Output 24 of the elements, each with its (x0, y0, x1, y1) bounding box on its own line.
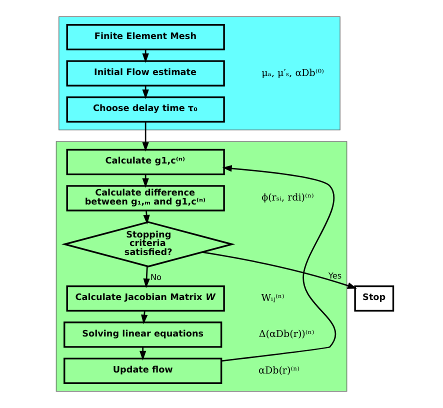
arrow (142, 50, 148, 63)
node-label: ϕ(rₛᵢ, rdi)⁽ⁿ⁾ (261, 192, 314, 204)
node-box: Calculate g1,c⁽ⁿ⁾ (66, 148, 224, 176)
node-box: Finite Element Mesh (66, 24, 224, 50)
node-box: Initial Flow estimate (66, 60, 224, 86)
cluster (58, 16, 340, 130)
node-label: Wᵢⱼ⁽ⁿ⁾ (260, 293, 284, 304)
node-box: Choose delay time τ₀ (66, 96, 224, 123)
node-label: μₐ, μ′ₛ, αDb⁽⁰⁾ (261, 68, 324, 79)
node-label: αDb(r)⁽ⁿ⁾ (258, 365, 300, 376)
arrow (139, 347, 146, 360)
arrow (142, 266, 150, 288)
node-diamond: Stopping criteria satisfied? (60, 221, 235, 268)
node-label: Δ(αDb(r))⁽ⁿ⁾ (258, 329, 314, 340)
node-box: Calculate Jacobian Matrix W (66, 285, 224, 312)
arrow (220, 165, 336, 362)
arrow (202, 252, 356, 289)
node-box: Solving linear equations (63, 322, 222, 348)
node-box: Calculate difference between g₁,ₘ and g1,c⁽ⁿ⁾ (66, 185, 224, 212)
node-box: Update flow (63, 358, 222, 384)
node-box: Stop (354, 285, 394, 312)
arrow (142, 122, 148, 152)
edge-label: Yes (328, 270, 342, 280)
edge-label: No (150, 272, 162, 282)
